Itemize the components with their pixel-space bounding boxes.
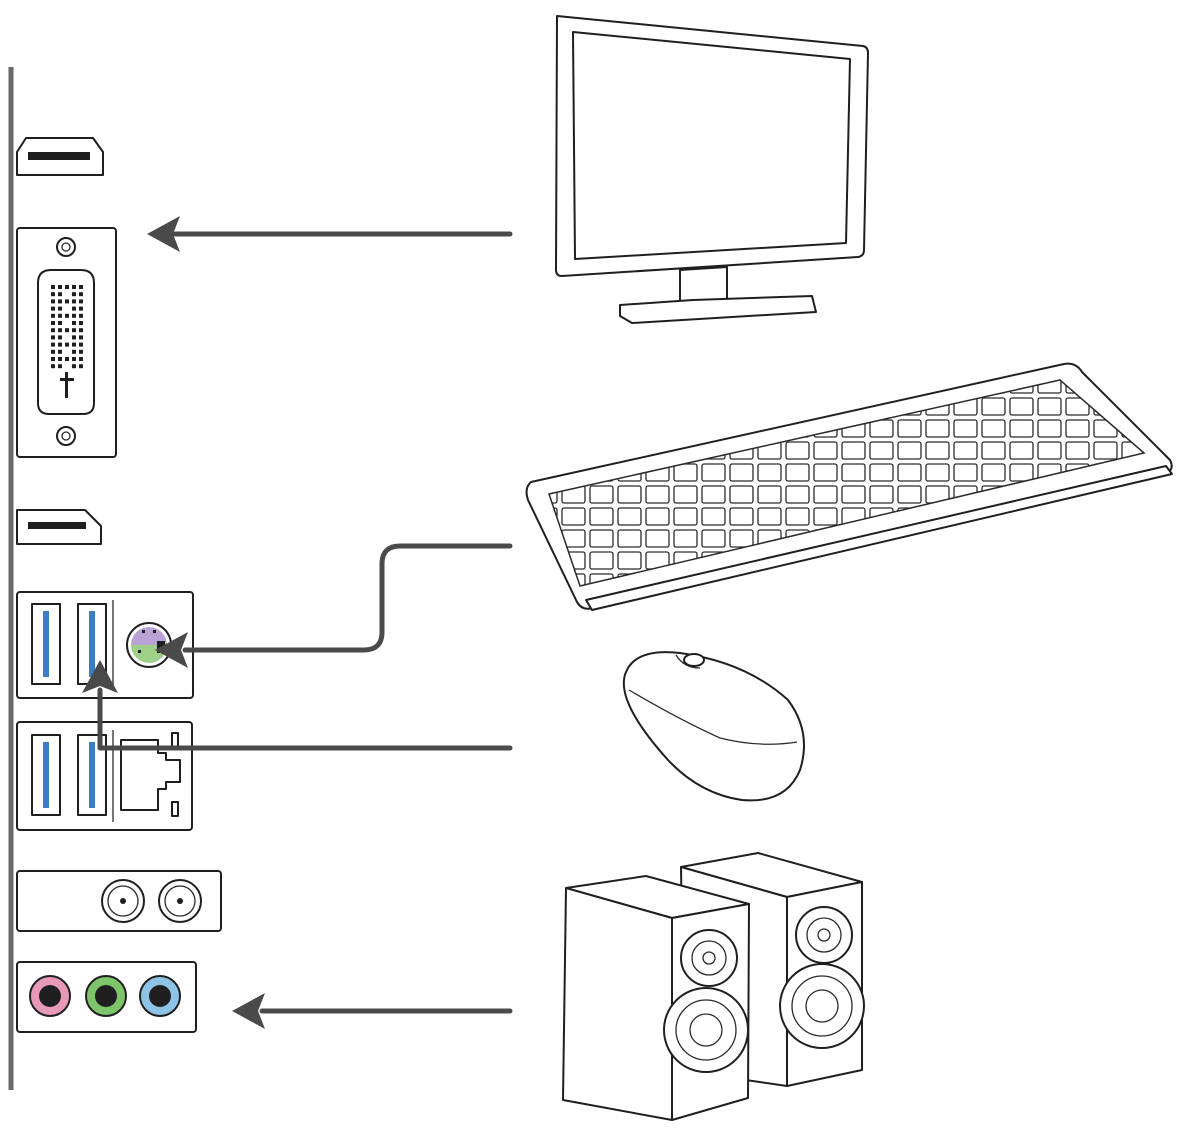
dvi-pin xyxy=(79,328,83,333)
dvi-pin xyxy=(58,313,62,318)
dvi-pin xyxy=(72,335,76,340)
dvi-pin xyxy=(58,349,62,354)
antenna-connector xyxy=(101,879,145,923)
dvi-pin xyxy=(58,299,62,304)
dvi-pin xyxy=(79,349,83,354)
speaker-left xyxy=(562,875,750,1121)
arrow-keyboard-to-ps2 xyxy=(155,543,513,668)
dvi-pin xyxy=(72,342,76,347)
dvi-pin xyxy=(65,357,69,361)
dvi-pin xyxy=(79,357,83,361)
usb-ps2-port-block xyxy=(16,591,194,699)
dvi-pin xyxy=(79,299,83,304)
wifi-antenna-port-block xyxy=(16,870,222,932)
dvi-pin xyxy=(51,364,55,369)
dvi-pin xyxy=(72,292,76,297)
dvi-pin xyxy=(58,328,62,333)
mouse xyxy=(622,651,805,802)
dvi-pin xyxy=(51,335,55,340)
dvi-pin xyxy=(58,306,62,311)
dvi-pin xyxy=(51,313,55,318)
dvi-pin xyxy=(72,321,76,325)
dvi-pin xyxy=(79,285,83,289)
dvi-pin xyxy=(51,306,55,311)
hdmi-port xyxy=(16,137,104,176)
usb-port xyxy=(77,734,107,816)
dvi-pin xyxy=(51,349,55,354)
audio-jack-port-block xyxy=(16,961,197,1033)
dvi-pin xyxy=(58,335,62,340)
dvi-port xyxy=(16,227,117,458)
dvi-pin xyxy=(79,306,83,311)
dvi-pin xyxy=(79,313,83,318)
dvi-pin xyxy=(72,349,76,354)
dvi-pin xyxy=(72,299,76,304)
speakers xyxy=(562,852,865,1121)
lan-port xyxy=(120,732,181,817)
ps2-port xyxy=(126,622,172,668)
usb-port xyxy=(31,603,61,685)
audio-jack-blue xyxy=(139,975,181,1017)
dvi-pin xyxy=(72,357,76,361)
dvi-pin xyxy=(72,364,76,369)
dvi-pin xyxy=(72,285,76,289)
dvi-pin xyxy=(79,342,83,347)
dvi-pin xyxy=(51,321,55,325)
dvi-pin xyxy=(79,321,83,325)
dvi-pin xyxy=(51,285,55,289)
dvi-pin xyxy=(79,335,83,340)
dvi-pin xyxy=(51,342,55,347)
monitor xyxy=(555,15,869,324)
dvi-pin xyxy=(58,321,62,325)
keyboard xyxy=(525,362,1173,611)
dvi-pin xyxy=(79,364,83,369)
audio-jack-green xyxy=(85,975,127,1017)
dvi-pin xyxy=(72,306,76,311)
arrow-monitor-to-dvi xyxy=(147,216,513,252)
arrow-mouse-to-usb xyxy=(82,660,513,751)
dvi-pin xyxy=(65,342,69,347)
dvi-pin xyxy=(58,364,62,369)
dvi-pin xyxy=(58,292,62,297)
usb-lan-port-block xyxy=(16,721,193,831)
dvi-pin xyxy=(51,357,55,361)
dvi-pin xyxy=(58,342,62,347)
dvi-pin xyxy=(58,357,62,361)
io-panel xyxy=(8,67,222,1090)
speaker-right xyxy=(680,852,865,1087)
dvi-pin xyxy=(79,292,83,297)
dvi-pin xyxy=(58,285,62,289)
displayport-port xyxy=(16,509,102,545)
dvi-pin xyxy=(65,285,69,289)
dvi-pin xyxy=(51,292,55,297)
dvi-pin xyxy=(65,328,69,333)
antenna-connector xyxy=(158,879,202,923)
dvi-pins xyxy=(51,285,83,369)
dvi-pin xyxy=(72,313,76,318)
arrow-speakers-to-audio xyxy=(232,993,513,1029)
dvi-pin xyxy=(72,328,76,333)
dvi-pin xyxy=(65,299,69,304)
usb-port xyxy=(31,734,61,816)
dvi-pin xyxy=(51,328,55,333)
dvi-pin xyxy=(51,299,55,304)
dvi-pin xyxy=(65,313,69,318)
audio-jack-pink xyxy=(29,975,71,1017)
